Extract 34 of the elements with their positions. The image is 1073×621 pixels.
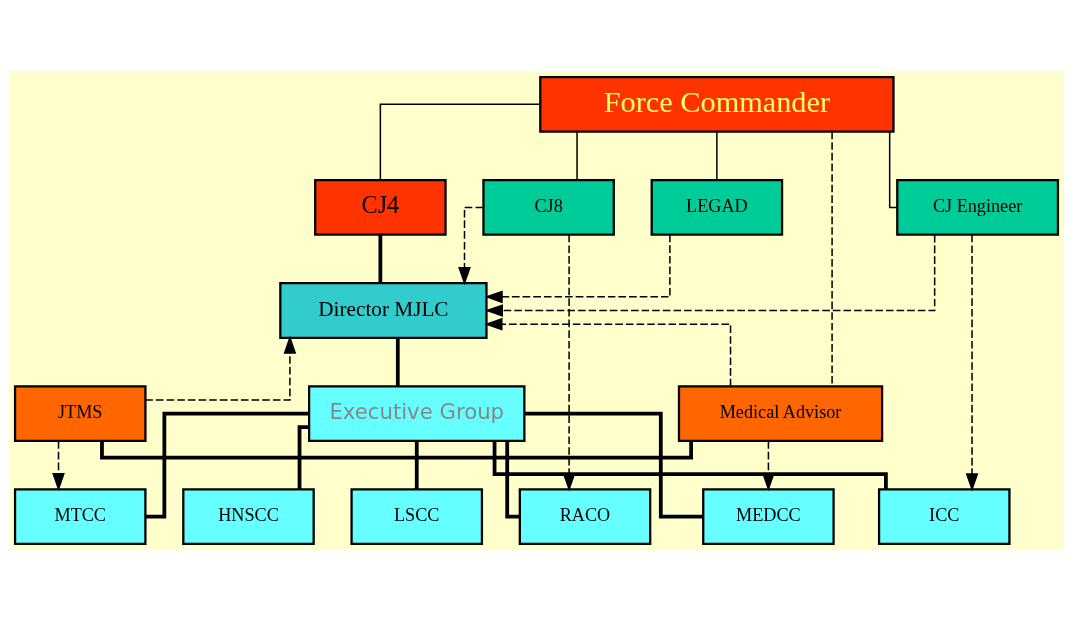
node-box: MTCC <box>13 488 147 546</box>
node-box: Medical Advisor <box>677 385 884 442</box>
arrow <box>458 206 484 286</box>
node-box: LEGAD <box>650 179 784 236</box>
node-box: MEDCC <box>702 488 835 546</box>
node-box: CJ4 <box>314 179 447 236</box>
node-box: JTMS <box>13 385 147 442</box>
node-box: RACO <box>518 488 652 546</box>
connector <box>297 425 310 490</box>
connector <box>100 441 693 460</box>
connector <box>888 131 898 209</box>
node-box: Executive Group <box>308 385 526 442</box>
node-box: CJ8 <box>482 179 615 236</box>
connector <box>395 338 400 386</box>
node-box: LSCC <box>350 488 484 546</box>
arrow <box>52 440 65 492</box>
connector <box>378 235 383 283</box>
connector <box>576 131 578 181</box>
connector <box>524 411 703 519</box>
node-box: Force Commander <box>539 75 895 133</box>
connector <box>414 441 419 489</box>
node-box: Director MJLC <box>279 282 488 339</box>
connector <box>716 131 718 181</box>
node-box: HNSCC <box>182 488 315 546</box>
arrow <box>965 234 979 492</box>
connector <box>505 441 520 519</box>
arrow <box>484 234 936 317</box>
node-box: CJ Engineer <box>896 179 1060 236</box>
arrow <box>144 335 297 401</box>
arrow <box>484 317 732 387</box>
node-box: ICC <box>877 488 1011 546</box>
connector <box>379 103 541 181</box>
connector <box>831 131 833 387</box>
arrow <box>484 234 671 304</box>
